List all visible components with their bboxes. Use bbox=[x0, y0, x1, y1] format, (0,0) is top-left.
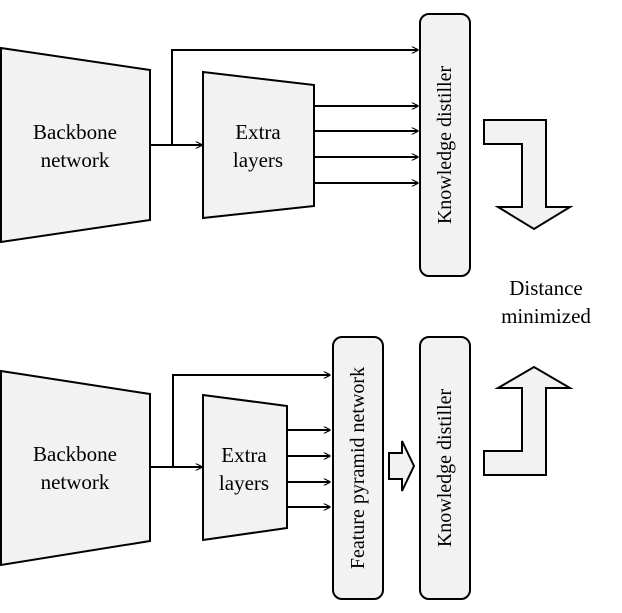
bottom-skip-arrow bbox=[172, 375, 330, 467]
down-bent-arrow bbox=[483, 119, 574, 231]
fpn-to-distiller-arrow bbox=[388, 440, 416, 492]
distance-label-line2: minimized bbox=[501, 304, 591, 328]
top-extra-label-line2: layers bbox=[233, 148, 283, 172]
feature-pyramid-network-block bbox=[332, 336, 384, 600]
bottom-knowledge-distiller-label: Knowledge distiller bbox=[434, 389, 456, 548]
top-extra-label-line1: Extra bbox=[235, 120, 281, 144]
top-backbone-block bbox=[0, 46, 151, 244]
top-backbone-label-line1: Backbone bbox=[33, 120, 117, 144]
feature-pyramid-network-label: Feature pyramid network bbox=[347, 367, 369, 569]
bottom-knowledge-distiller-block bbox=[419, 336, 471, 600]
top-pipeline: Backbone network Extra layers Knowledge … bbox=[0, 13, 574, 277]
bottom-extra-label-line1: Extra bbox=[221, 443, 267, 467]
top-extra-layers-block bbox=[202, 70, 315, 220]
bottom-pipeline: Backbone network Extra layers Feature py… bbox=[0, 336, 574, 600]
top-knowledge-distiller-label: Knowledge distiller bbox=[434, 66, 456, 225]
top-skip-arrow bbox=[171, 50, 418, 145]
bottom-backbone-label-line2: network bbox=[41, 470, 110, 494]
bottom-extra-layers-block bbox=[202, 393, 288, 542]
bottom-backbone-block bbox=[0, 369, 151, 567]
bottom-backbone-label-line1: Backbone bbox=[33, 442, 117, 466]
distance-label-line1: Distance bbox=[509, 276, 582, 300]
top-knowledge-distiller-block bbox=[419, 13, 471, 277]
top-backbone-label-line2: network bbox=[41, 148, 110, 172]
up-bent-arrow bbox=[483, 365, 574, 476]
bottom-extra-label-line2: layers bbox=[219, 471, 269, 495]
